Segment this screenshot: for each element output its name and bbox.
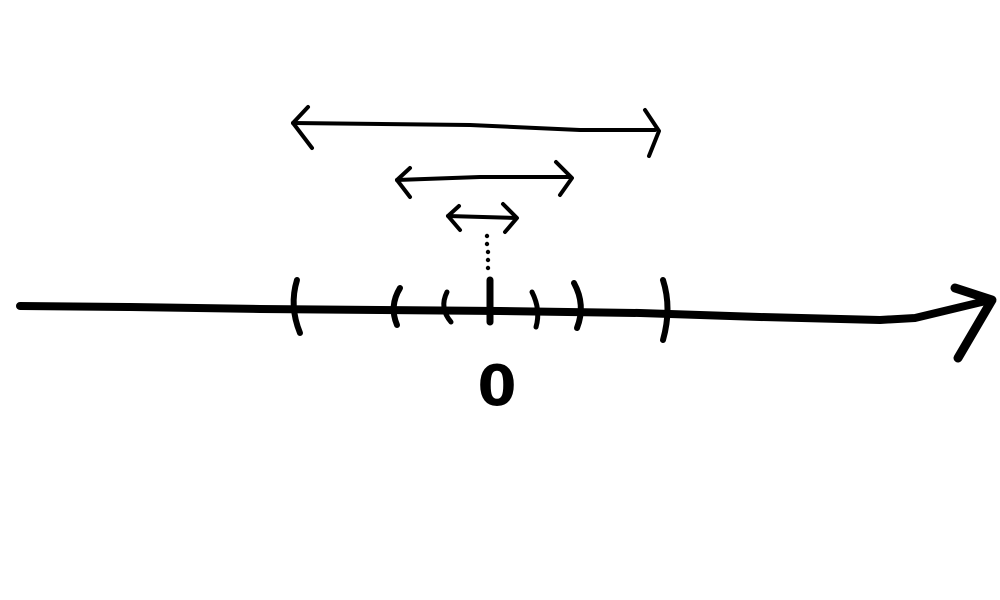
inner-width-arrow-left-head — [446, 204, 462, 232]
inner-interval-left-paren — [441, 289, 454, 325]
middle-width-arrow-left-head — [395, 166, 412, 199]
outer-width-arrow-left-head — [291, 105, 314, 150]
dotted-guide — [484, 233, 491, 271]
middle-width-arrow-shaft — [395, 175, 572, 182]
outer-width-arrow-right-head — [643, 108, 661, 158]
origin-label: 0 — [478, 354, 517, 419]
middle-width-arrow-right-head — [554, 160, 574, 197]
middle-interval-right-paren — [571, 280, 584, 331]
inner-interval-right-paren — [529, 289, 541, 330]
outer-interval-right-paren — [660, 277, 671, 343]
number-line-arrowhead — [950, 283, 997, 363]
number-line — [16, 296, 994, 324]
outer-interval-left-paren — [290, 277, 303, 336]
inner-width-arrow-right-head — [501, 202, 519, 234]
middle-interval-left-paren — [390, 285, 403, 328]
inner-width-arrow-shaft — [446, 214, 518, 220]
outer-width-arrow-shaft — [291, 121, 657, 132]
